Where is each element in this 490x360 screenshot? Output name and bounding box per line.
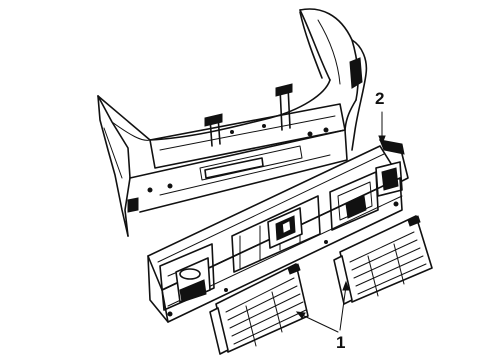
tail-lamp-left xyxy=(209,263,309,355)
callout-label-1: 1 xyxy=(336,333,345,352)
callout-part-1: 1 xyxy=(295,280,350,352)
callout-label-2: 2 xyxy=(375,89,384,108)
callout-part-2: 2 xyxy=(375,89,386,146)
rear-panel-assembly xyxy=(147,139,409,323)
vehicle-rear-body xyxy=(97,8,368,237)
tail-lamp-right xyxy=(333,215,433,305)
